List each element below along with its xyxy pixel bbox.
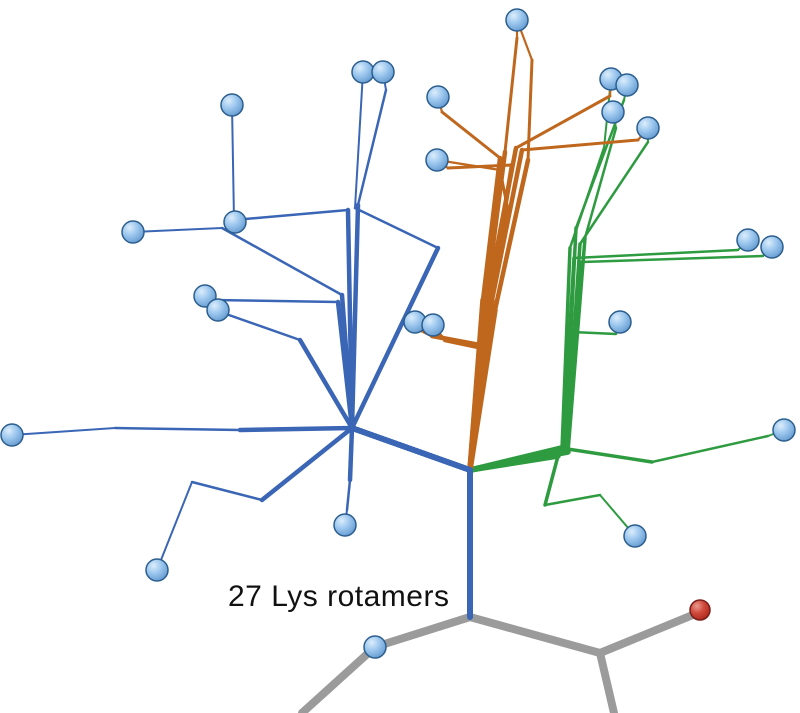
nitrogen-atom-sphere	[608, 310, 632, 334]
nitrogen-atom-sphere	[615, 73, 639, 97]
bond-segment	[232, 208, 350, 222]
backbone-bond	[466, 613, 604, 657]
nitrogen-atom-sphere	[206, 298, 230, 322]
bond-segment	[578, 140, 650, 246]
nitrogen-atom-sphere	[623, 524, 647, 548]
nitrogen-atom-sphere	[0, 423, 24, 447]
bond-segment	[580, 254, 765, 264]
nitrogen-atom-sphere	[333, 513, 357, 537]
nitrogen-atom-sphere	[505, 8, 529, 32]
bond-segment	[259, 425, 355, 503]
bond-segment	[467, 448, 569, 473]
bond-segment	[353, 206, 440, 250]
bond-segment	[583, 126, 618, 240]
nitrogen-atom-sphere	[121, 220, 145, 244]
bond-segment	[564, 242, 582, 453]
nitrogen-atom-sphere	[425, 148, 449, 172]
backbone-bond	[596, 608, 704, 657]
nitrogen-atom-sphere	[736, 228, 760, 252]
bond-segment	[520, 138, 640, 152]
nitrogen-atom-sphere	[220, 93, 244, 117]
rotamer-family-green-rotamers	[467, 78, 785, 537]
bond-segment	[297, 337, 355, 431]
bond-segment	[231, 104, 235, 221]
bond-segment	[467, 317, 490, 473]
bond-segment	[354, 71, 364, 209]
backbone-group	[298, 608, 704, 713]
bond-segment	[559, 446, 654, 464]
bond-segment	[349, 202, 361, 431]
bond-segment	[11, 427, 116, 436]
nitrogen-atom-sphere	[371, 60, 395, 84]
nitrogen-atom-sphere	[363, 635, 387, 659]
bond-segment	[543, 493, 602, 507]
bond-segment	[480, 155, 503, 303]
bond-segment	[156, 481, 193, 571]
bond-segment	[442, 337, 486, 351]
backbone-bond	[298, 643, 379, 713]
atoms-group	[0, 8, 796, 659]
bond-segment	[484, 207, 511, 323]
bond-segment	[560, 246, 572, 451]
rotamer-family-orange-rotamers	[413, 18, 650, 473]
bond-segment	[543, 454, 560, 507]
bond-segment	[237, 425, 355, 433]
bond-segment	[498, 168, 510, 212]
bond-segment	[345, 478, 352, 512]
nitrogen-atom-sphere	[421, 313, 445, 337]
bond-segment	[349, 425, 473, 473]
bond-segment	[132, 227, 223, 233]
bond-segment	[650, 434, 770, 464]
bond-segment	[347, 425, 355, 483]
bond-segment	[570, 330, 618, 336]
rotamer-family-blue-rotamers	[11, 71, 473, 571]
bond-segment	[492, 157, 531, 313]
nitrogen-atom-sphere	[223, 210, 247, 234]
bond-segment	[440, 110, 502, 160]
bond-segment	[568, 146, 606, 250]
nitrogen-atom-sphere	[426, 85, 450, 109]
oxygen-atom-sphere	[689, 599, 711, 621]
bond-segment	[190, 480, 264, 502]
nitrogen-atom-sphere	[760, 235, 784, 259]
bond-segment	[503, 36, 519, 154]
backbone-bond	[371, 613, 474, 651]
nitrogen-atom-sphere	[145, 558, 169, 582]
bond-segment	[220, 226, 344, 297]
bond-segment	[224, 312, 302, 342]
nitrogen-atom-sphere	[636, 116, 660, 140]
bond-segment	[485, 145, 519, 298]
nitrogen-atom-sphere	[601, 100, 625, 124]
bond-segment	[335, 299, 355, 431]
bond-segment	[514, 94, 612, 150]
bond-segment	[572, 248, 740, 260]
bond-segment	[113, 426, 242, 432]
bond-segment	[349, 245, 441, 431]
bond-segment	[210, 298, 340, 304]
nitrogen-atom-sphere	[772, 418, 796, 442]
bond-segment	[526, 58, 534, 162]
bond-segment	[566, 236, 587, 454]
backbone-bond	[596, 649, 618, 713]
rotamer-count-label: 27 Lys rotamers	[228, 580, 450, 613]
bond-segment	[356, 88, 388, 207]
nitrogen-atom-sphere	[351, 60, 375, 84]
